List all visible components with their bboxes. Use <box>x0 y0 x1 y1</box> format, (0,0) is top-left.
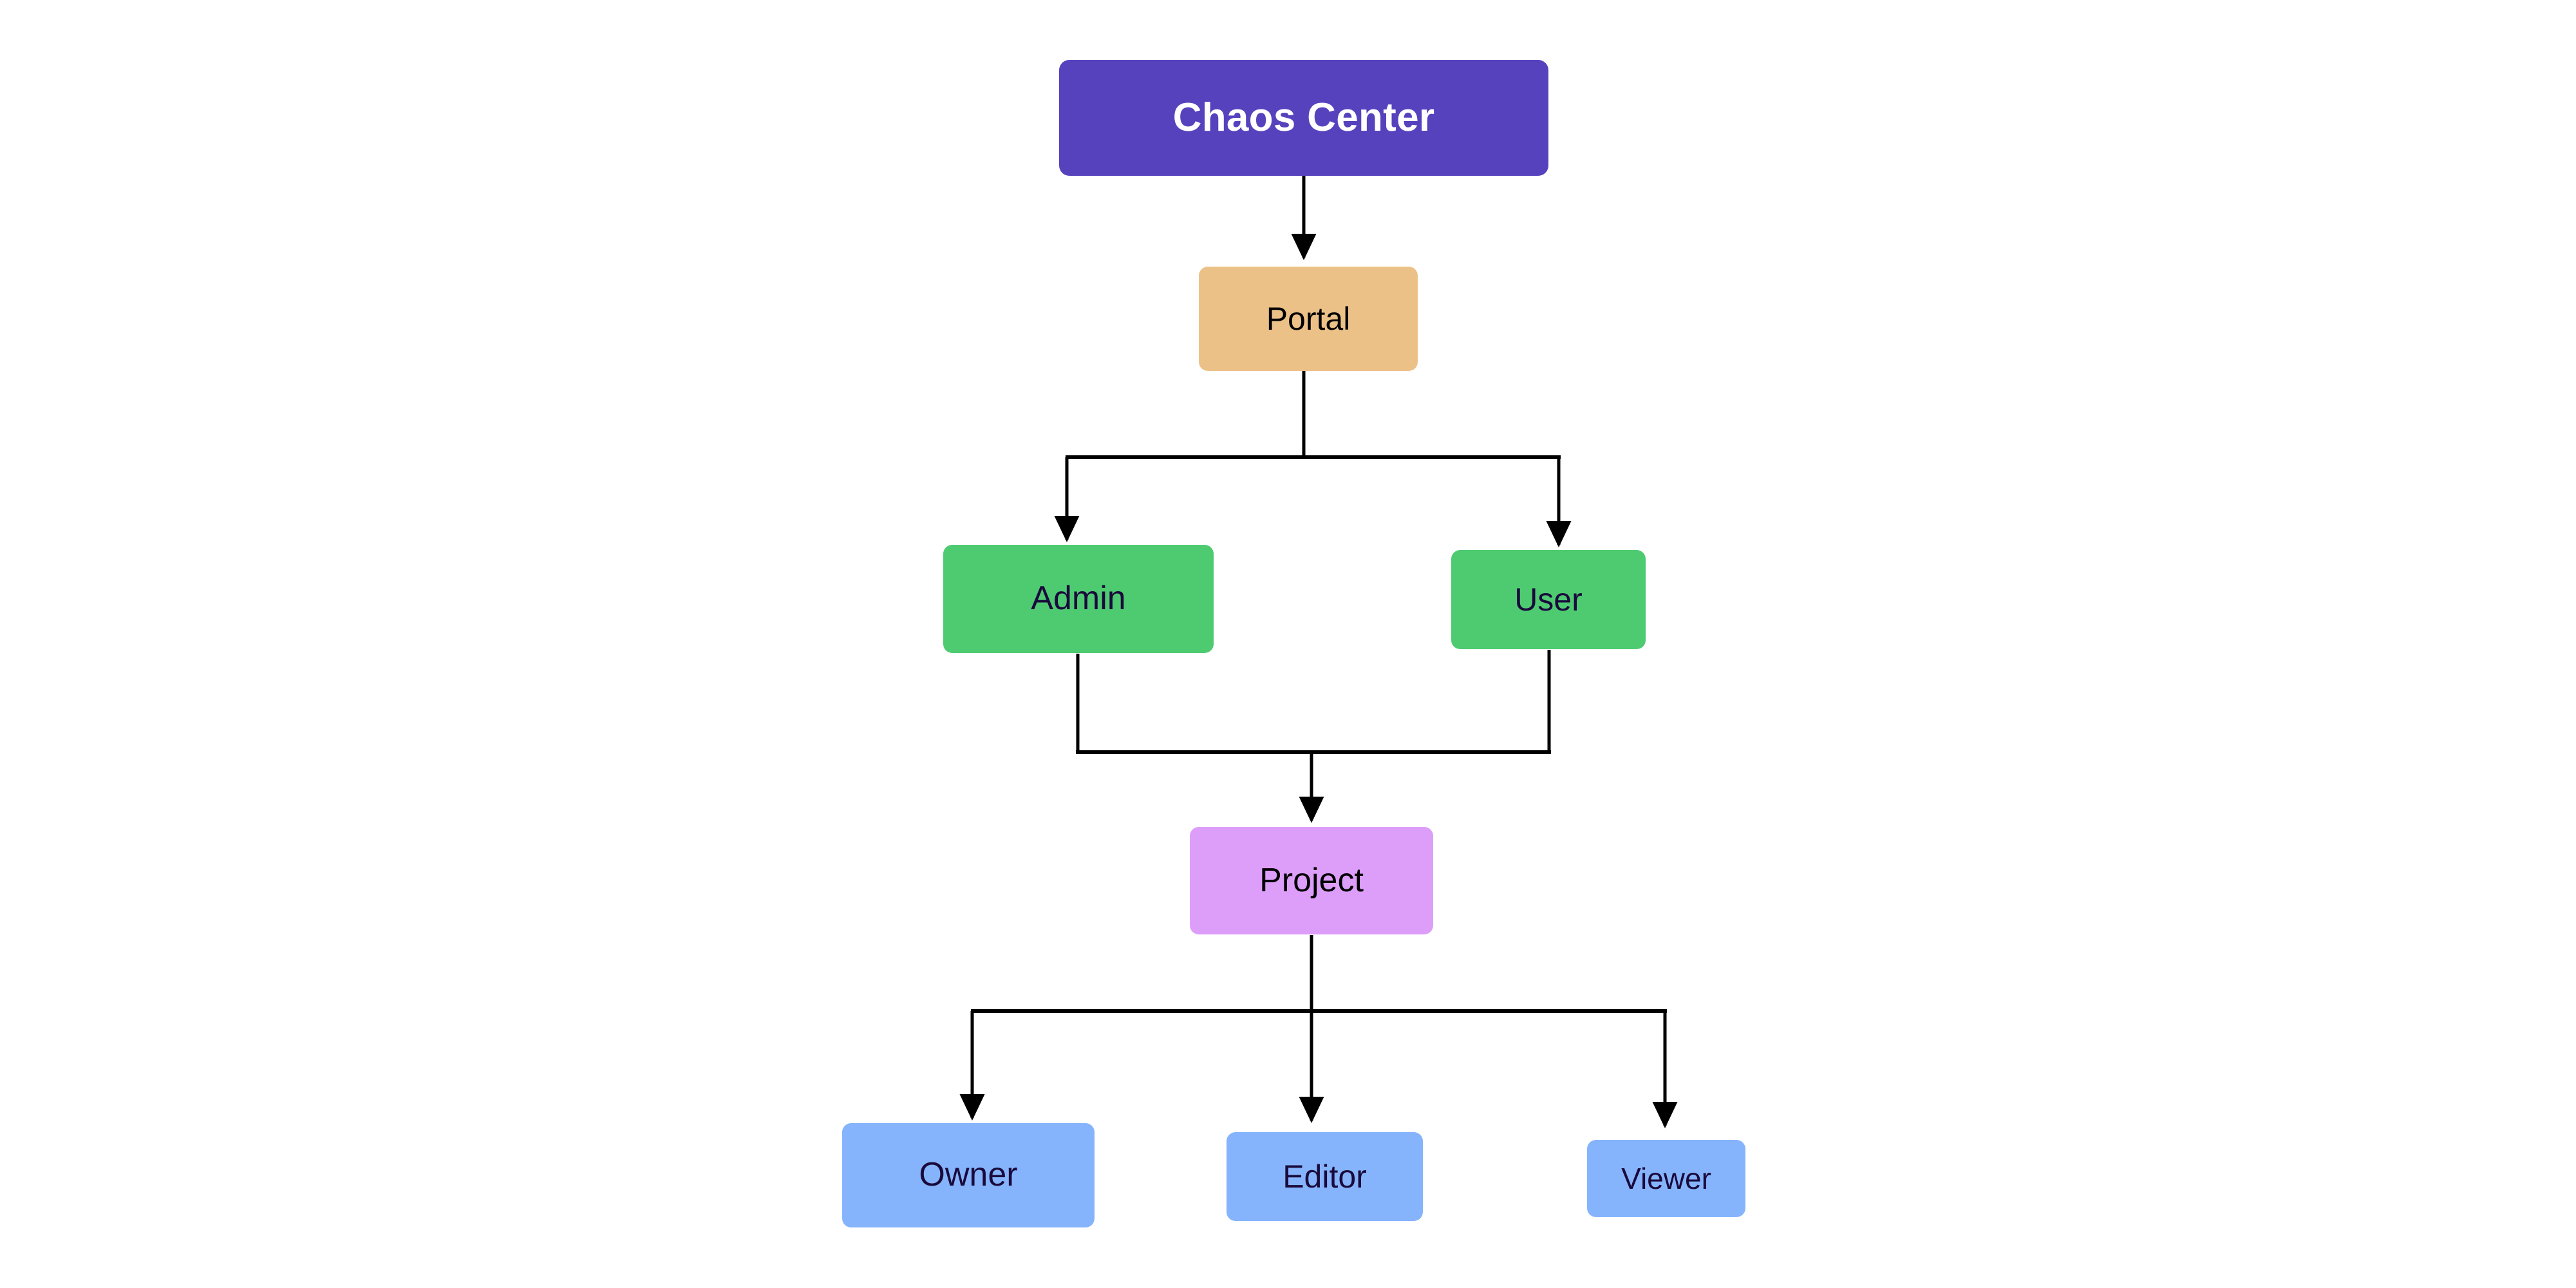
node-user-label: User <box>1514 581 1583 618</box>
node-portal[interactable]: Portal <box>1199 267 1418 371</box>
edge-project-to-permissions <box>959 935 1678 1128</box>
node-viewer[interactable]: Viewer <box>1587 1140 1745 1217</box>
node-chaos-center-label: Chaos Center <box>1172 95 1435 140</box>
node-portal-label: Portal <box>1266 300 1351 337</box>
node-admin-label: Admin <box>1031 580 1126 618</box>
node-viewer-label: Viewer <box>1621 1161 1711 1195</box>
node-project[interactable]: Project <box>1190 827 1433 934</box>
node-editor-label: Editor <box>1283 1158 1367 1195</box>
node-project-label: Project <box>1259 861 1364 899</box>
edge-roles-to-project <box>1076 650 1551 823</box>
edge-portal-to-roles <box>1054 371 1572 547</box>
node-editor[interactable]: Editor <box>1227 1132 1423 1221</box>
node-owner-label: Owner <box>919 1156 1018 1194</box>
node-user[interactable]: User <box>1451 550 1646 649</box>
node-chaos-center[interactable]: Chaos Center <box>1059 60 1548 176</box>
node-admin[interactable]: Admin <box>943 545 1214 653</box>
node-owner[interactable]: Owner <box>842 1123 1095 1227</box>
